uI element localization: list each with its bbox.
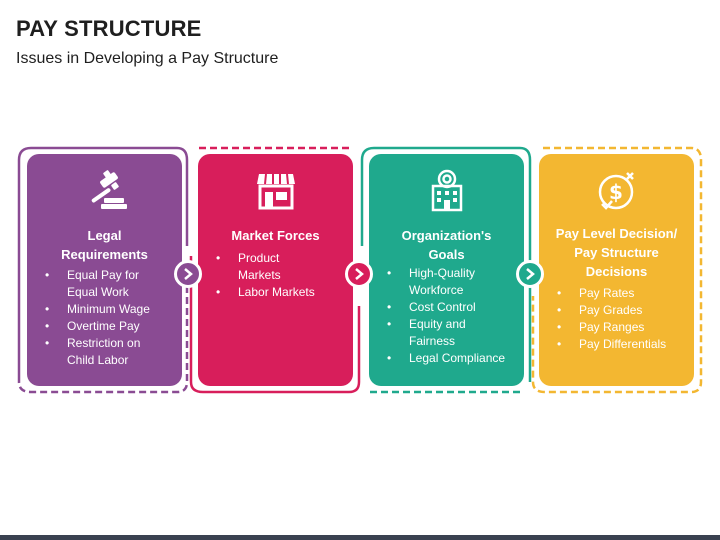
dollar-decision-icon: $ [594, 168, 640, 214]
card-frame-organization [360, 146, 532, 394]
list-item: Minimum Wage [41, 301, 174, 318]
card-frame-market [189, 146, 361, 394]
list-item: Pay Grades [553, 302, 686, 319]
footer-bar [0, 535, 720, 540]
card-list: Equal Pay for Equal Work Minimum Wage Ov… [41, 267, 174, 369]
card-organizations-goals: Organization's Goals High-Quality Workfo… [369, 154, 524, 386]
card-title: Pay Level Decision/ Pay Structure Decisi… [555, 226, 678, 279]
list-item: High-Quality Workforce [383, 265, 516, 299]
card-legal-requirements: Legal Requirements Equal Pay for Equal W… [27, 154, 182, 386]
chevron-right-icon [174, 260, 202, 288]
card-pay-level-decisions: $ Pay Level Decision/ Pay Structure Deci… [539, 154, 694, 386]
list-item: Restriction on Child Labor [41, 335, 174, 369]
list-item: Overtime Pay [41, 318, 174, 335]
list-item: Cost Control [383, 299, 516, 316]
svg-text:$: $ [609, 180, 623, 204]
card-frame-pay-level [531, 146, 703, 394]
list-item: Product Markets [212, 250, 345, 284]
card-list: High-Quality Workforce Cost Control Equi… [383, 265, 516, 367]
chevron-right-icon [516, 260, 544, 288]
storefront-icon [253, 168, 299, 214]
list-item: Pay Differentials [553, 336, 686, 353]
card-frame-legal [17, 146, 189, 394]
list-item: Pay Rates [553, 285, 686, 302]
organization-building-icon [424, 168, 470, 214]
card-market-forces: Market Forces Product Markets Labor Mark… [198, 154, 353, 386]
page-subtitle: Issues in Developing a Pay Structure [16, 50, 279, 67]
page-title: PAY STRUCTURE [16, 16, 202, 41]
list-item: Labor Markets [212, 284, 345, 301]
card-list: Product Markets Labor Markets [212, 250, 345, 301]
card-title: Market Forces [231, 228, 320, 243]
gavel-icon [82, 168, 128, 214]
list-item: Equal Pay for Equal Work [41, 267, 174, 301]
card-list: Pay Rates Pay Grades Pay Ranges Pay Diff… [553, 285, 686, 353]
card-title: Organization's Goals [401, 228, 492, 262]
list-item: Pay Ranges [553, 319, 686, 336]
list-item: Legal Compliance [383, 350, 516, 367]
chevron-right-icon [345, 260, 373, 288]
card-title: Legal Requirements [61, 228, 148, 262]
list-item: Equity and Fairness [383, 316, 516, 350]
